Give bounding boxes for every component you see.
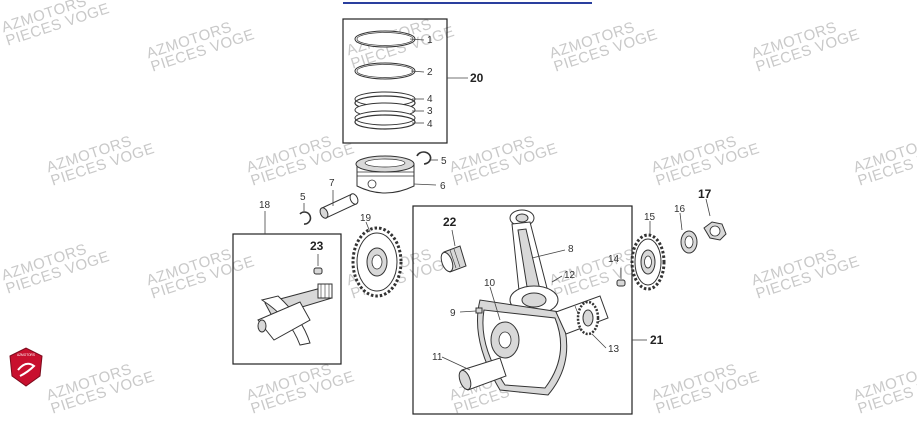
piston-pin bbox=[319, 193, 359, 219]
label-4: 4 bbox=[427, 94, 433, 105]
woodruff-key-9 bbox=[475, 307, 483, 314]
washer bbox=[680, 230, 698, 254]
label-21: 21 bbox=[650, 333, 664, 347]
label-7: 7 bbox=[329, 178, 335, 189]
piston bbox=[355, 155, 415, 194]
crank-timing-gear bbox=[576, 300, 600, 336]
ring-4-lower bbox=[354, 110, 416, 126]
connecting-rod bbox=[509, 209, 559, 315]
label-14: 14 bbox=[608, 254, 620, 265]
circlip-left bbox=[299, 211, 312, 225]
logo-text: AZMOTORS bbox=[17, 353, 35, 357]
label-4: 4 bbox=[427, 119, 433, 130]
balancer-box bbox=[232, 233, 342, 365]
label-3: 3 bbox=[427, 106, 433, 117]
circlip-right bbox=[416, 151, 432, 165]
azmotors-logo: AZMOTORS bbox=[9, 347, 43, 387]
label-2: 2 bbox=[427, 67, 433, 78]
label-15: 15 bbox=[644, 212, 656, 223]
label-11: 11 bbox=[432, 352, 443, 363]
label-10: 10 bbox=[484, 278, 496, 289]
label-5: 5 bbox=[300, 192, 306, 203]
nut bbox=[703, 221, 727, 241]
label-9: 9 bbox=[450, 308, 456, 319]
label-5: 5 bbox=[441, 156, 447, 167]
label-22: 22 bbox=[443, 215, 457, 229]
label-13: 13 bbox=[608, 344, 620, 355]
label-18: 18 bbox=[259, 200, 271, 211]
label-6: 6 bbox=[440, 181, 446, 192]
label-17: 17 bbox=[698, 187, 712, 201]
balancer-shaft bbox=[257, 283, 333, 346]
primary-drive-gear bbox=[630, 233, 666, 291]
woodruff-key-23 bbox=[313, 267, 323, 275]
ring-1 bbox=[354, 30, 416, 48]
balancer-drive-gear bbox=[351, 226, 403, 298]
needle-bearing bbox=[440, 245, 467, 273]
label-20: 20 bbox=[470, 71, 484, 85]
label-1: 1 bbox=[427, 35, 433, 46]
label-23: 23 bbox=[310, 239, 324, 253]
label-12: 12 bbox=[564, 270, 576, 281]
label-16: 16 bbox=[674, 204, 686, 215]
crankshaft-box bbox=[412, 205, 633, 415]
ring-set-box bbox=[342, 18, 448, 144]
woodruff-key-14 bbox=[616, 279, 626, 287]
label-19: 19 bbox=[360, 213, 372, 224]
label-8: 8 bbox=[568, 244, 574, 255]
ring-2 bbox=[354, 62, 416, 80]
